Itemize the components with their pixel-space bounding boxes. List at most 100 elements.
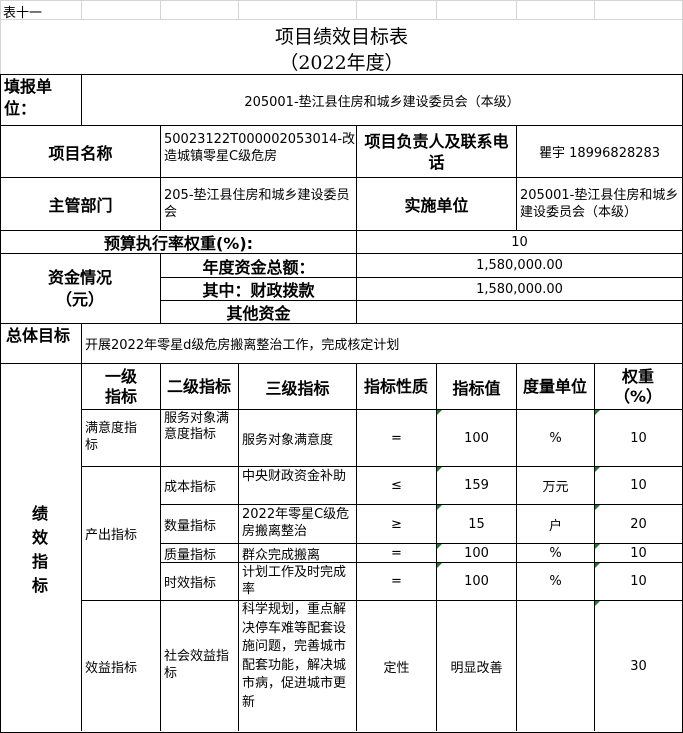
table-label: 表十一 [3,6,43,19]
cell-error-marker-icon [437,544,442,549]
vline [516,363,517,731]
vline [160,253,161,324]
cell-error-marker-icon [437,410,442,415]
funds-fiscal-label: 其中：财政拨款 [202,281,315,300]
indicator-value: 100 [464,430,489,446]
indicator-nature: = [391,574,402,589]
vline [356,253,357,324]
cell-error-marker-icon [595,601,600,606]
overall-value: 开展2022年零星d级危房搬离整治工作，完成核定计划 [85,338,400,353]
indicator-l2: 社会效益指标 [164,649,230,681]
hline [0,363,683,364]
indicator-nature: ≤ [391,478,402,493]
indicator-weight: 10 [630,430,647,446]
indicator-header: 指标值 [452,378,501,398]
indicator-value: 100 [464,574,489,589]
overall-label: 总体目标 [6,326,71,345]
dept-value: 205-垫江县住房和城乡建设委员会 [164,188,350,220]
indicator-weight: 10 [630,478,647,493]
sheet-gridline [516,0,517,20]
indicator-l1: 效益指标 [85,660,138,676]
sheet-gridline [238,0,239,20]
indicator-nature: = [391,545,402,561]
indicator-l3: 服务对象满意度 [242,432,334,448]
indicator-weight: 10 [630,545,647,561]
project-name-label: 项目名称 [48,143,113,163]
indicator-header: 一级指标 [104,366,137,406]
indicator-l2: 服务对象满意度指标 [164,411,230,442]
indicator-l3: 科学规划，重点解决停车难等配套设施问题，完善城市配套功能，解决城市病，促进城市更… [242,602,347,710]
indicator-nature: 定性 [383,660,410,676]
hline [81,409,683,410]
indicator-weight: 30 [630,658,647,674]
vline [238,363,239,731]
vline [160,363,161,731]
cell-error-marker-icon [595,544,600,549]
cell-error-marker-icon [595,505,600,510]
vline [594,363,595,731]
project-name-value: 50023122T000002053014-改造城镇零星C级危房 [164,132,356,164]
funds-fiscal-value: 1,580,000.00 [476,281,563,297]
indicator-unit: 户 [548,518,562,534]
cell-error-marker-icon [595,410,600,415]
indicator-l2: 成本指标 [164,480,217,495]
funds-annual-value: 1,580,000.00 [476,258,563,273]
indicator-l1: 产出指标 [85,528,138,543]
vline [160,125,161,230]
hline [0,323,683,324]
hline [81,600,683,601]
sheet-gridline [0,0,683,1]
indicator-header: 二级指标 [166,376,231,396]
indicator-value: 明显改善 [450,660,503,676]
hline [0,125,683,126]
indicator-l2: 数量指标 [164,518,217,534]
cell-error-marker-icon [437,505,442,510]
cell-error-marker-icon [437,467,442,472]
hline [160,504,683,505]
sheet-gridline [594,0,595,20]
hline [0,253,683,254]
indicator-unit: % [549,545,562,561]
filler-label: 填报单位： [4,77,53,118]
indicator-header: 权重（%） [613,366,663,406]
vline [81,323,82,731]
vline [356,230,357,254]
budget-label: 预算执行率权重(%): [103,234,254,253]
project-manager-value: 瞿宇 18996828283 [538,146,661,161]
indicators-section-label: 绩效指标 [31,504,48,595]
indicator-value: 100 [464,545,489,561]
hline [160,300,683,301]
vline [436,363,437,731]
funds-other-label: 其他资金 [226,304,291,323]
indicator-weight: 10 [630,574,647,589]
hline [160,277,683,278]
indicator-weight: 20 [630,516,647,532]
sheet-gridline [81,0,82,20]
indicator-l1: 满意度指标 [85,421,138,453]
indicator-header: 度量单位 [522,376,587,396]
indicator-unit: % [549,430,562,446]
sheet-gridline [160,0,161,20]
hline [0,230,683,231]
indicator-value: 15 [468,516,485,532]
cell-error-marker-icon [595,467,600,472]
dept-label: 主管部门 [48,196,113,215]
sheet-gridline [356,0,357,20]
page-year: （2022年度） [279,51,404,74]
page-title: 项目绩效目标表 [274,25,408,48]
indicator-l3: 群众完成搬离 [242,547,321,563]
funds-other-value [357,301,682,323]
indicator-l3: 计划工作及时完成率 [242,565,347,597]
indicator-l2: 质量指标 [164,547,217,563]
indicator-nature: ≥ [391,516,402,532]
indicator-l3: 中央财政资金补助 [242,469,347,484]
funds-label: 资金情况（元） [47,267,112,309]
indicator-l3: 2022年零星C级危房搬离整治 [242,507,350,539]
vline [356,363,357,731]
hline [160,543,683,544]
indicator-header: 三级指标 [265,378,330,398]
impl-label: 实施单位 [404,196,469,215]
hline [160,562,683,563]
sheet-gridline [436,0,437,20]
indicator-unit [517,601,594,731]
